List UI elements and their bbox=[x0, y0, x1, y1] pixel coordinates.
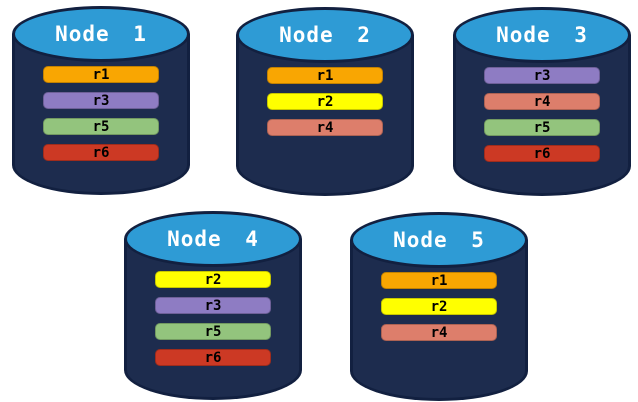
replica-bar-r3: r3 bbox=[43, 92, 159, 109]
replica-bars: r3 r4 r5 r6 bbox=[484, 67, 600, 162]
replica-bar-r5: r5 bbox=[43, 118, 159, 135]
cylinder-top: Node 3 bbox=[453, 7, 631, 63]
replica-bar-r3: r3 bbox=[155, 297, 271, 314]
cylinder-top: Node 2 bbox=[236, 7, 414, 63]
node-5-cylinder: Node 5 r1 r2 r4 bbox=[350, 212, 528, 401]
replica-bar-r2: r2 bbox=[155, 271, 271, 288]
node-title: Node 1 bbox=[55, 22, 147, 46]
cylinder-top: Node 1 bbox=[12, 6, 190, 62]
node-title: Node 5 bbox=[393, 228, 485, 252]
replica-bar-r3: r3 bbox=[484, 67, 600, 84]
replica-bar-r5: r5 bbox=[484, 119, 600, 136]
node-2-cylinder: Node 2 r1 r2 r4 bbox=[236, 7, 414, 196]
cylinder-top: Node 5 bbox=[350, 212, 528, 268]
replica-bar-r6: r6 bbox=[484, 145, 600, 162]
node-title: Node 3 bbox=[496, 23, 588, 47]
replica-bars: r1 r2 r4 bbox=[267, 67, 383, 136]
node-4-cylinder: Node 4 r2 r3 r5 r6 bbox=[124, 211, 302, 400]
replica-bar-r1: r1 bbox=[43, 66, 159, 83]
replica-bar-r2: r2 bbox=[267, 93, 383, 110]
replica-bars: r1 r3 r5 r6 bbox=[43, 66, 159, 161]
replica-bars: r2 r3 r5 r6 bbox=[155, 271, 271, 366]
replica-bar-r6: r6 bbox=[155, 349, 271, 366]
replica-bar-r4: r4 bbox=[267, 119, 383, 136]
replica-bar-r4: r4 bbox=[484, 93, 600, 110]
replica-bar-r6: r6 bbox=[43, 144, 159, 161]
replica-bars: r1 r2 r4 bbox=[381, 272, 497, 341]
replica-bar-r5: r5 bbox=[155, 323, 271, 340]
replica-bar-r4: r4 bbox=[381, 324, 497, 341]
node-title: Node 2 bbox=[279, 23, 371, 47]
node-1-cylinder: Node 1 r1 r3 r5 r6 bbox=[12, 6, 190, 195]
cylinder-top: Node 4 bbox=[124, 211, 302, 267]
replica-bar-r2: r2 bbox=[381, 298, 497, 315]
node-title: Node 4 bbox=[167, 227, 259, 251]
replica-bar-r1: r1 bbox=[381, 272, 497, 289]
replica-bar-r1: r1 bbox=[267, 67, 383, 84]
node-3-cylinder: Node 3 r3 r4 r5 r6 bbox=[453, 7, 631, 196]
